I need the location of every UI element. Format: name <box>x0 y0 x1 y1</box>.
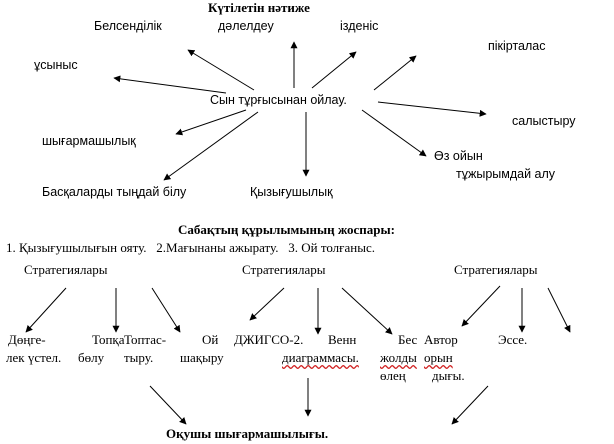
arrow-to-oz-oiyn <box>361 109 427 157</box>
s3-item-author-line1: Автор <box>424 332 458 347</box>
node-baskalardy: Басқаларды тыңдай білу <box>42 185 187 199</box>
arrow-to-salystyru <box>377 101 487 117</box>
s1-item-c-line1: Топтас- <box>124 332 167 347</box>
s1-item-d-line2: шақыру <box>180 350 224 365</box>
s3-item-author-line3: дығы. <box>432 368 465 383</box>
arrow-to-belsendilik <box>187 49 255 91</box>
node-oz-oiyn-line2: тұжырымдай алу <box>456 167 556 181</box>
s1-item-b-line2: бөлу <box>78 350 105 365</box>
arrow-s1-a <box>25 287 67 333</box>
expected-result-title: Күтілетін нәтиже <box>208 0 310 15</box>
plan-title: Сабақтың құрылымының жоспары: <box>178 222 395 237</box>
s3-item-essay: Эссе. <box>498 332 528 347</box>
s1-item-a-line2: лек үстел. <box>6 350 62 365</box>
arrow-to-baskalardy <box>163 111 259 181</box>
arrow-to-shygarmashylyk <box>175 109 247 136</box>
s1-item-c-line2: тыру. <box>124 350 154 365</box>
arrow-to-pikirtalas <box>373 55 417 91</box>
node-oz-oiyn-line1: Өз ойын <box>434 149 483 163</box>
s1-item-b-line1: Топқа <box>92 332 125 347</box>
node-salystyru: салыстыру <box>512 114 576 128</box>
node-usynys: ұсыныс <box>34 58 78 72</box>
node-izdenis: ізденіс <box>340 19 379 33</box>
arrow-s2-a <box>249 287 285 321</box>
s2-item-five-line-3: өлең <box>380 368 406 383</box>
arrow-to-usynys <box>113 75 227 94</box>
bottom-result: Оқушы шығармашылығы. <box>166 426 329 441</box>
s1-item-d-line1: Ой <box>202 332 219 347</box>
node-daleldeu: дәлелдеу <box>218 19 274 33</box>
s2-item-five-line-1: Бес <box>398 332 418 347</box>
arrow-s1-c <box>151 287 181 333</box>
node-kyzygushylyk: Қызығушылық <box>250 185 333 199</box>
plan-stages: 1. Қызығушылығын ояту. 2.Мағынаны ажырат… <box>6 240 375 255</box>
arrow-s3-a <box>461 285 501 327</box>
strategies-label-3: Стратегиялары <box>454 262 538 277</box>
strategies-label-2: Стратегиялары <box>242 262 326 277</box>
arrow-s3-c <box>547 287 571 333</box>
s2-item-five-line-2: жолды <box>380 350 417 365</box>
node-belsendilik: Белсенділік <box>94 19 162 33</box>
arrow-to-izdenis <box>311 51 357 89</box>
s2-item-venn-line2: диаграммасы. <box>282 350 359 365</box>
node-shygarmashylyk: шығармашылық <box>42 134 136 148</box>
arrow-s2-c <box>341 287 393 335</box>
s1-item-a-line1: Дөңге- <box>8 332 46 347</box>
node-pikirtalas: пікірталас <box>488 39 546 53</box>
arrow-bottom-right <box>451 385 489 425</box>
s2-item-venn-line1: Венн <box>328 332 357 347</box>
s2-item-jigsaw: ДЖИГСО-2. <box>234 332 304 347</box>
s3-item-author-line2: орын <box>424 350 453 365</box>
strategies-label-1: Стратегиялары <box>24 262 108 277</box>
center-node: Сын тұрғысынан ойлау. <box>210 93 347 107</box>
arrow-bottom-left <box>149 385 187 425</box>
